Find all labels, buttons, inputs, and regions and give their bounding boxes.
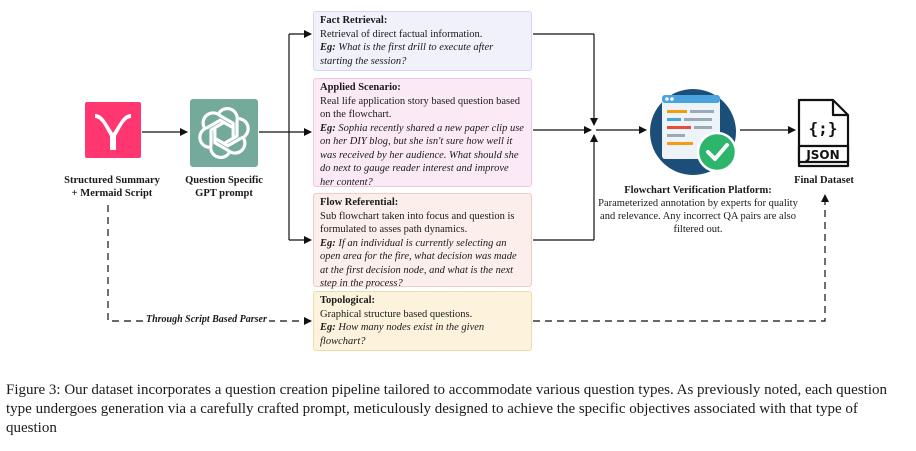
- platform-description: Parameterized annotation by experts for …: [598, 198, 798, 235]
- topological-eg-label: Eg:: [320, 322, 336, 333]
- applied-scenario-desc: Real life application story based questi…: [320, 95, 521, 121]
- pipeline-diagram: {;} JSON: [85, 30, 850, 325]
- mermaid-logo-icon: [85, 102, 141, 158]
- flow-referential-desc: Sub flowchart taken into focus and quest…: [320, 210, 515, 236]
- fact-retrieval-eg: What is the first drill to execute after…: [320, 42, 494, 67]
- figure-caption: Figure 3: Our dataset incorporates a que…: [6, 382, 888, 436]
- openai-logo-icon: [190, 99, 258, 167]
- topological-desc: Graphical structure based questions.: [320, 308, 473, 320]
- final-dataset-label: Final Dataset: [794, 175, 854, 186]
- flow-referential-eg-label: Eg:: [320, 237, 336, 249]
- flow-referential-eg: If an individual is currently selecting …: [320, 237, 517, 290]
- branch-gpt-to-questions: [259, 30, 312, 244]
- fact-retrieval-desc: Retrieval of direct factual information.: [320, 28, 483, 40]
- json-file-icon: [797, 98, 850, 168]
- json-braces-text: {;}: [809, 119, 838, 138]
- applied-scenario-eg-label: Eg:: [320, 122, 336, 134]
- topological-eg: How many nodes exist in the given flowch…: [320, 322, 485, 347]
- parser-label: Through Script Based Parser: [144, 314, 269, 325]
- structured-summary-label: Structured Summary + Mermaid Script: [64, 175, 160, 199]
- fact-retrieval-eg-label: Eg:: [320, 42, 336, 53]
- verification-platform-icon: [650, 89, 738, 175]
- question-type-flow-referential: Flow Referential: Sub flowchart taken in…: [313, 193, 532, 290]
- applied-scenario-eg: Sophia recently shared a new paper clip …: [320, 122, 524, 188]
- question-type-fact-retrieval: Fact Retrieval: Retrieval of direct fact…: [313, 11, 532, 71]
- merge-questions-to-platform: [533, 33, 647, 241]
- platform-title: Flowchart Verification Platform:: [624, 185, 772, 196]
- question-type-topological: Topological: Graphical structure based q…: [313, 291, 532, 351]
- flow-referential-title: Flow Referential:: [320, 197, 399, 208]
- gpt-prompt-label: Question Specific GPT prompt: [185, 175, 263, 199]
- json-label-text: JSON: [805, 148, 839, 162]
- parser-dashed-path: [107, 194, 829, 325]
- question-type-applied-scenario: Applied Scenario: Real life application …: [313, 78, 532, 188]
- platform-label: Flowchart Verification Platform: Paramet…: [598, 184, 798, 236]
- fact-retrieval-title: Fact Retrieval:: [320, 15, 388, 26]
- applied-scenario-title: Applied Scenario:: [320, 82, 401, 93]
- topological-title: Topological:: [320, 295, 376, 306]
